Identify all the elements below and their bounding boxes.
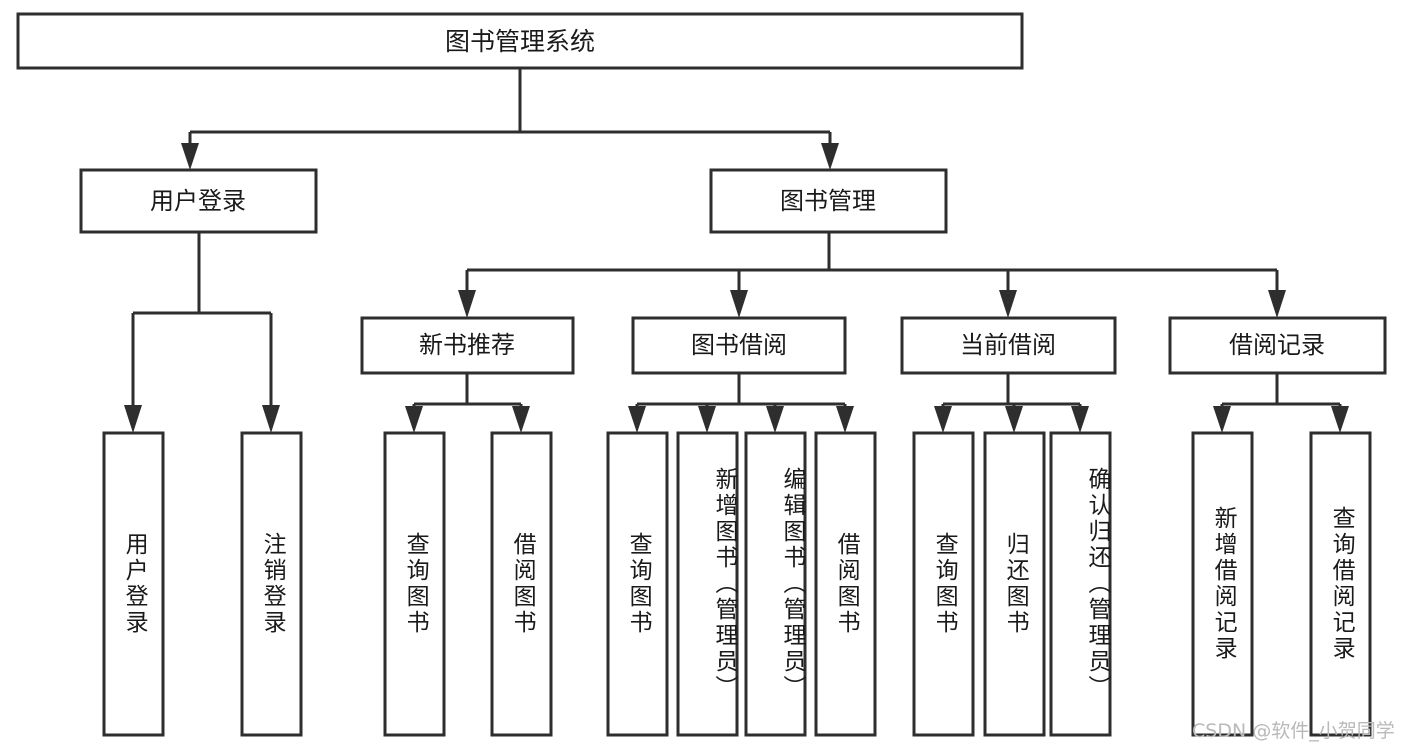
node-root-box[interactable] xyxy=(16,12,1024,70)
node-book-management-box[interactable] xyxy=(709,168,948,234)
arrow-to-user-login xyxy=(181,143,199,170)
arrow-leaf-query-book-3 xyxy=(934,406,952,433)
node-leaf-query-book-1-box[interactable] xyxy=(383,431,446,737)
node-leaf-confirm-return-box[interactable] xyxy=(1049,431,1112,737)
arrow-leaf-logout-login xyxy=(262,405,280,433)
node-borrow-record-label: 借阅记录 xyxy=(1229,331,1325,359)
node-borrow-record-box[interactable] xyxy=(1168,316,1387,375)
arrow-leaf-borrow-book-2 xyxy=(836,406,854,433)
arrow-current-borrow xyxy=(999,290,1017,318)
node-leaf-return-book-box[interactable] xyxy=(983,431,1046,737)
node-leaf-add-book-box[interactable] xyxy=(676,431,739,737)
node-new-book-recommend-box[interactable] xyxy=(360,316,575,375)
arrow-leaf-query-book-2 xyxy=(628,406,646,433)
arrow-leaf-return-book xyxy=(1005,406,1023,433)
node-book-borrow-box[interactable] xyxy=(631,316,847,375)
arrow-leaf-borrow-book-1 xyxy=(512,406,530,433)
arrow-leaf-edit-book xyxy=(766,406,784,433)
node-book-management-label: 图书管理 xyxy=(780,187,876,215)
edge-layer xyxy=(124,68,1349,433)
arrow-leaf-query-book-1 xyxy=(405,406,423,433)
node-leaf-logout-login-box[interactable] xyxy=(240,431,303,737)
arrow-new-book-recommend xyxy=(458,290,476,318)
node-current-borrow-label: 当前借阅 xyxy=(960,331,1056,359)
node-leaf-edit-book-box[interactable] xyxy=(744,431,807,737)
arrow-borrow-record xyxy=(1268,290,1286,318)
node-new-book-recommend-label: 新书推荐 xyxy=(419,331,515,359)
arrow-leaf-user-login xyxy=(124,405,142,433)
arrow-leaf-add-record xyxy=(1213,406,1231,433)
node-leaf-user-login-box[interactable] xyxy=(102,431,165,737)
node-leaf-borrow-book-1-box[interactable] xyxy=(490,431,553,737)
arrow-to-book-management xyxy=(821,143,839,170)
arrow-leaf-add-book xyxy=(698,406,716,433)
node-user-login-box[interactable] xyxy=(79,168,318,234)
node-current-borrow-box[interactable] xyxy=(900,316,1117,375)
node-leaf-add-record-box[interactable] xyxy=(1191,431,1254,737)
node-root-label: 图书管理系统 xyxy=(445,27,595,56)
node-leaf-borrow-book-2-box[interactable] xyxy=(814,431,877,737)
node-user-login-label: 用户登录 xyxy=(150,187,246,215)
node-leaf-query-book-2-box[interactable] xyxy=(606,431,669,737)
arrow-leaf-confirm-return xyxy=(1071,406,1089,433)
arrow-book-borrow xyxy=(730,290,748,318)
node-book-borrow-label: 图书借阅 xyxy=(691,331,787,359)
arrow-leaf-query-record xyxy=(1331,406,1349,433)
node-leaf-query-record-box[interactable] xyxy=(1309,431,1372,737)
node-leaf-query-book-3-box[interactable] xyxy=(912,431,975,737)
node-layer: 图书管理系统 用户登录 图书管理 新书推荐 图书借阅 当前借阅 借阅记录 xyxy=(16,12,1387,737)
